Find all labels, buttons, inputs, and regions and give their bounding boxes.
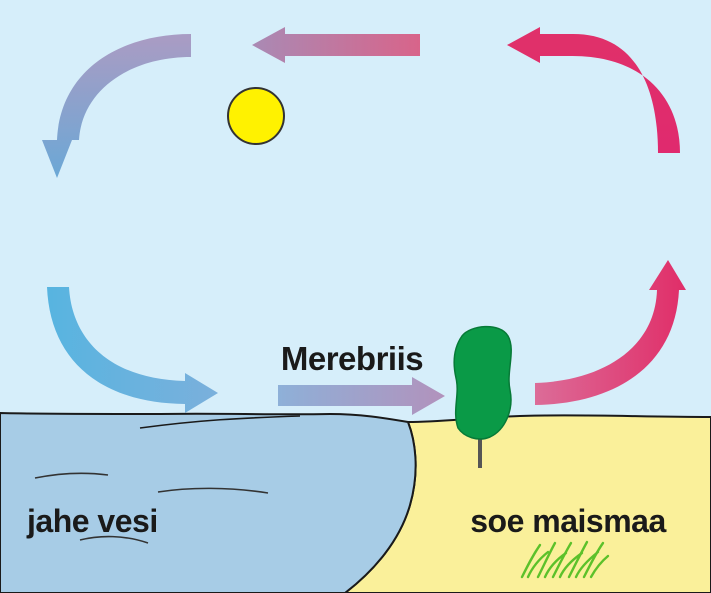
land-label: soe maismaa [470, 503, 666, 539]
wave-line [34, 472, 109, 479]
upper-left-arrow [42, 34, 191, 178]
upper-right-arrow [507, 27, 680, 153]
wave-line [139, 415, 301, 429]
wave-line [157, 487, 269, 494]
tree-icon [453, 325, 512, 468]
top-arrow [252, 27, 420, 63]
title-label: Merebriis [281, 340, 423, 377]
lower-left-arrow [47, 287, 218, 413]
sea [0, 411, 417, 593]
sun-icon [227, 87, 285, 145]
sea-breeze-arrow [278, 377, 445, 415]
lower-right-arrow [535, 260, 686, 405]
sea-label: jahe vesi [26, 503, 158, 539]
grass-icon [520, 540, 610, 579]
wave-line [79, 535, 149, 544]
